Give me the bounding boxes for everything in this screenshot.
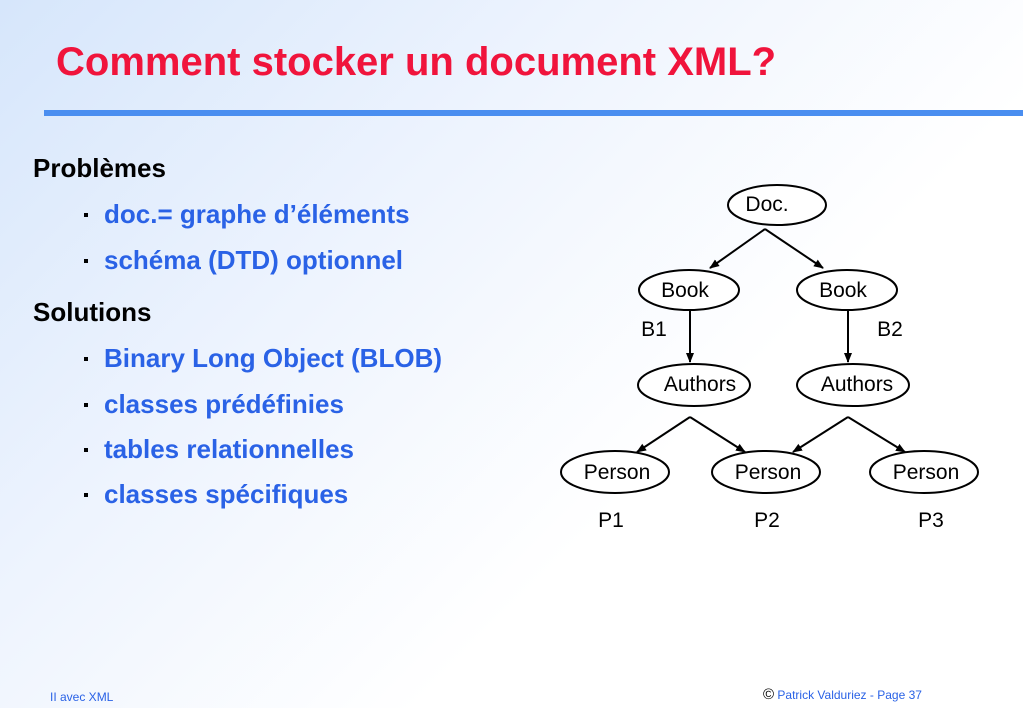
bullet-item: Binary Long Object (BLOB) xyxy=(84,343,442,374)
bullet-marker xyxy=(84,448,88,452)
label-b1: B1 xyxy=(641,318,667,341)
edge-doc-book2 xyxy=(764,228,824,269)
node-book1 xyxy=(638,269,740,311)
edge-authors1-person2 xyxy=(689,416,746,453)
label-b2: B2 xyxy=(877,318,903,341)
bullet-item: classes prédéfinies xyxy=(84,389,344,420)
node-book1-label: Book xyxy=(661,279,709,302)
edge-authors1-person1 xyxy=(636,416,691,453)
node-person2 xyxy=(711,450,821,494)
footer-course-title: II avec XML xyxy=(50,690,114,704)
bullet-marker xyxy=(84,259,88,263)
slide-title: Comment stocker un document XML? xyxy=(56,40,777,84)
node-person1-label: Person xyxy=(584,461,651,484)
node-person3-label: Person xyxy=(893,461,960,484)
label-p2: P2 xyxy=(754,509,780,532)
section-heading-problemes: Problèmes xyxy=(33,153,166,183)
section-heading-solutions: Solutions xyxy=(33,297,152,327)
bullet-text: tables relationnelles xyxy=(104,434,354,464)
title-underline xyxy=(44,110,1023,116)
footer-page-info: © Patrick Valduriez - Page 37 xyxy=(763,686,922,703)
edge-authors2-person2 xyxy=(792,416,849,453)
node-book2 xyxy=(796,269,898,311)
bullet-item: tables relationnelles xyxy=(84,434,354,465)
bullet-marker xyxy=(84,403,88,407)
node-person1 xyxy=(560,450,670,494)
edge-authors2-person3 xyxy=(847,416,906,453)
copyright-symbol: © xyxy=(763,686,775,703)
bullet-item: schéma (DTD) optionnel xyxy=(84,245,404,276)
bullet-item: classes spécifiques xyxy=(84,479,349,510)
node-book2-label: Book xyxy=(819,279,867,302)
node-person3 xyxy=(869,450,979,494)
node-doc-label: Doc. xyxy=(745,193,788,216)
node-authors2-label: Authors xyxy=(821,373,893,396)
label-p3: P3 xyxy=(918,509,944,532)
bullet-text: schéma (DTD) optionnel xyxy=(104,245,404,275)
label-p1: P1 xyxy=(598,509,624,532)
node-person2-label: Person xyxy=(735,461,802,484)
node-authors2 xyxy=(796,363,910,407)
bullet-text: Binary Long Object (BLOB) xyxy=(104,343,442,373)
bullet-marker xyxy=(84,213,88,217)
bullet-text: classes prédéfinies xyxy=(104,389,344,419)
bullet-marker xyxy=(84,357,88,361)
edge-doc-book1 xyxy=(709,228,766,269)
node-authors1-label: Authors xyxy=(664,373,736,396)
footer-author-page: Patrick Valduriez - Page 37 xyxy=(777,688,922,702)
node-authors1 xyxy=(637,363,751,407)
node-doc xyxy=(727,184,827,226)
bullet-text: classes spécifiques xyxy=(104,479,349,509)
bullet-item: doc.= graphe d’éléments xyxy=(84,199,410,230)
bullet-marker xyxy=(84,493,88,497)
bullet-text: doc.= graphe d’éléments xyxy=(104,199,410,229)
